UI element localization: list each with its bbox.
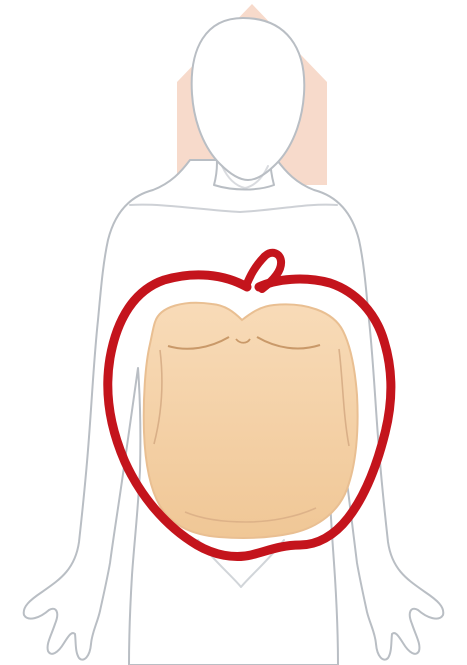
belly-region [144, 303, 358, 538]
